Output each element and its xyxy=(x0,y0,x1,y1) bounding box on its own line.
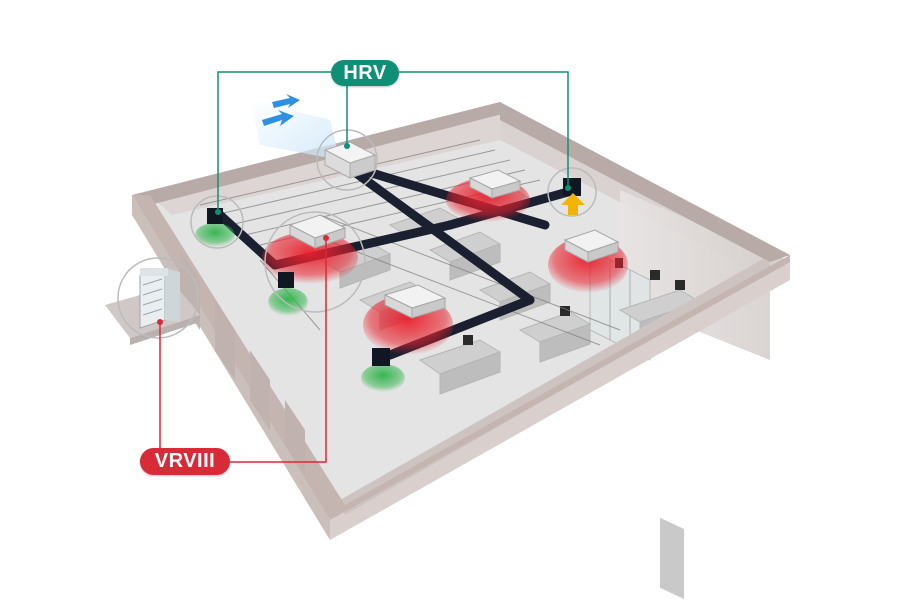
supply-zones xyxy=(195,223,405,392)
exhaust-arrow-icon xyxy=(561,193,585,215)
outdoor-unit-highlight xyxy=(117,257,199,339)
floor xyxy=(150,112,770,500)
hrv-connector-dots xyxy=(215,143,571,215)
highlight-circles xyxy=(190,167,597,313)
vrv-connector-dots xyxy=(157,235,329,325)
hrv-label: HRV xyxy=(331,60,399,86)
left-wall-windows xyxy=(180,250,305,475)
hrv-unit xyxy=(323,141,377,179)
airflow-arrows-icon xyxy=(262,94,300,126)
hrv-connector xyxy=(217,71,569,212)
vrv-label: VRVIII xyxy=(140,448,230,475)
wall-top-back-right xyxy=(500,102,790,262)
indoor-units xyxy=(288,169,620,319)
outside-air-stream xyxy=(250,100,340,160)
